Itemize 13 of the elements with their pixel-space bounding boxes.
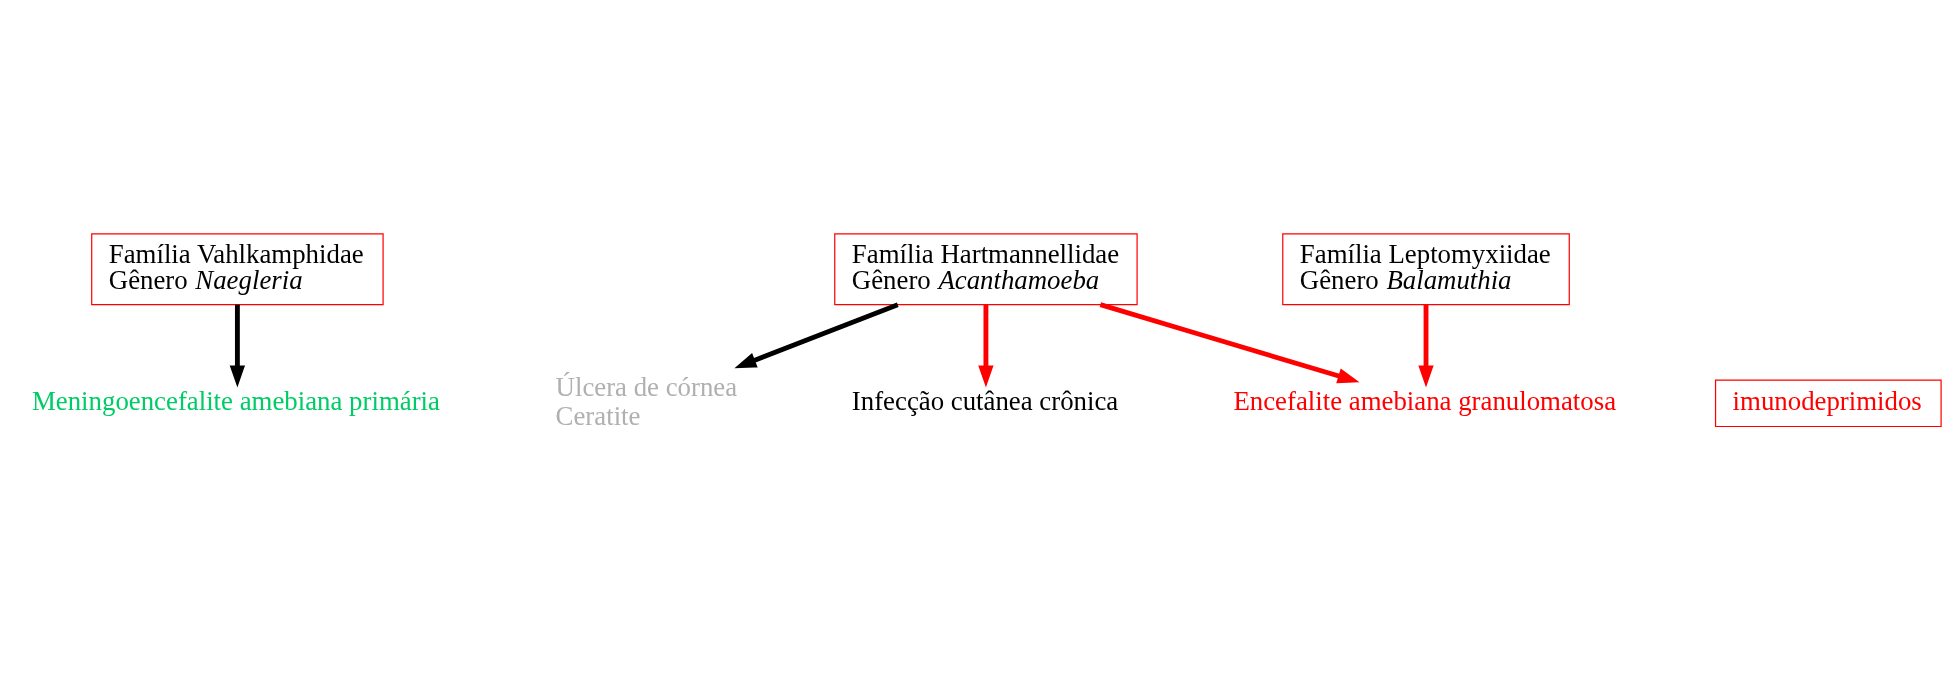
node-text: Úlcera de córnea Ceratite xyxy=(555,371,738,431)
node-box: Família Leptomyxiidae Gênero Balamuthia xyxy=(1282,233,1570,306)
node-text: Infecção cutânea crônica xyxy=(851,386,1119,417)
arrow xyxy=(1099,302,1360,384)
arrow xyxy=(1418,304,1434,388)
arrow xyxy=(229,304,246,388)
node-box: Família Hartmannellidae Gênero Acanthamoeba xyxy=(834,233,1138,306)
arrow xyxy=(734,302,899,369)
arrow xyxy=(978,304,994,388)
node-box: Família Vahlkamphidae Gênero Naegleria xyxy=(91,233,384,306)
node-text: Meningoencefalite amebiana primária xyxy=(31,386,440,417)
node-text: Encefalite amebiana granulomatosa xyxy=(1233,386,1617,417)
node-box: imunodeprimidos xyxy=(1714,379,1942,428)
